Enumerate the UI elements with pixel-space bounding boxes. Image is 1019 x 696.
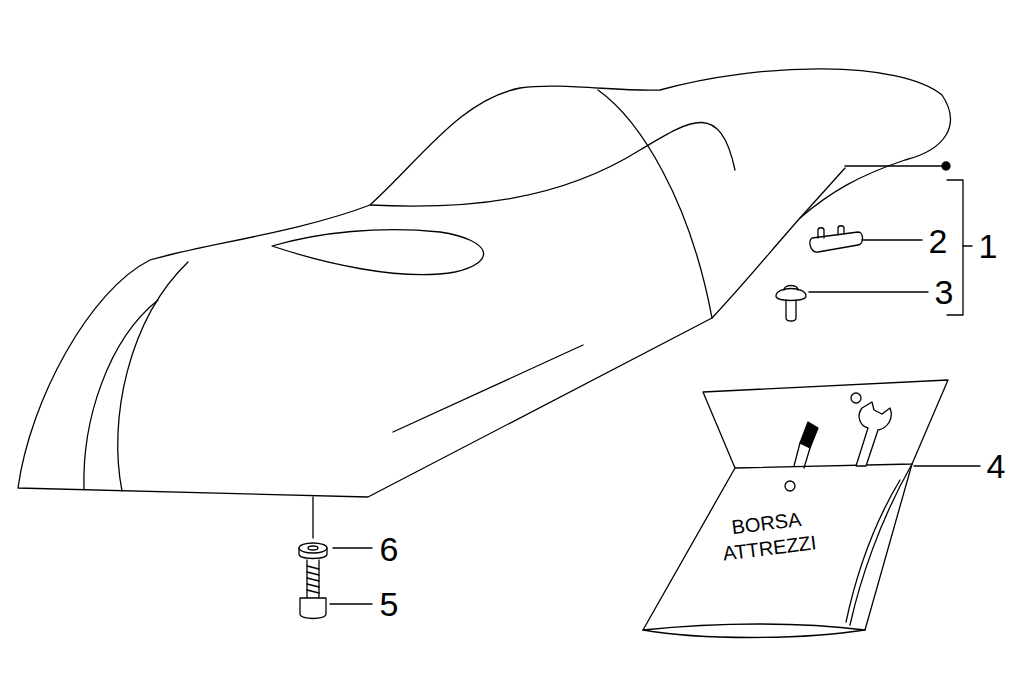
callout-number: 2 bbox=[929, 224, 948, 258]
callout-number: 3 bbox=[935, 275, 954, 309]
bag-inscription: BORSA ATTREZZI bbox=[713, 505, 822, 567]
callout-number: 5 bbox=[380, 587, 399, 621]
callout-number: 6 bbox=[380, 532, 399, 566]
callout-number: 4 bbox=[987, 449, 1006, 483]
callout-number: 1 bbox=[979, 229, 998, 263]
